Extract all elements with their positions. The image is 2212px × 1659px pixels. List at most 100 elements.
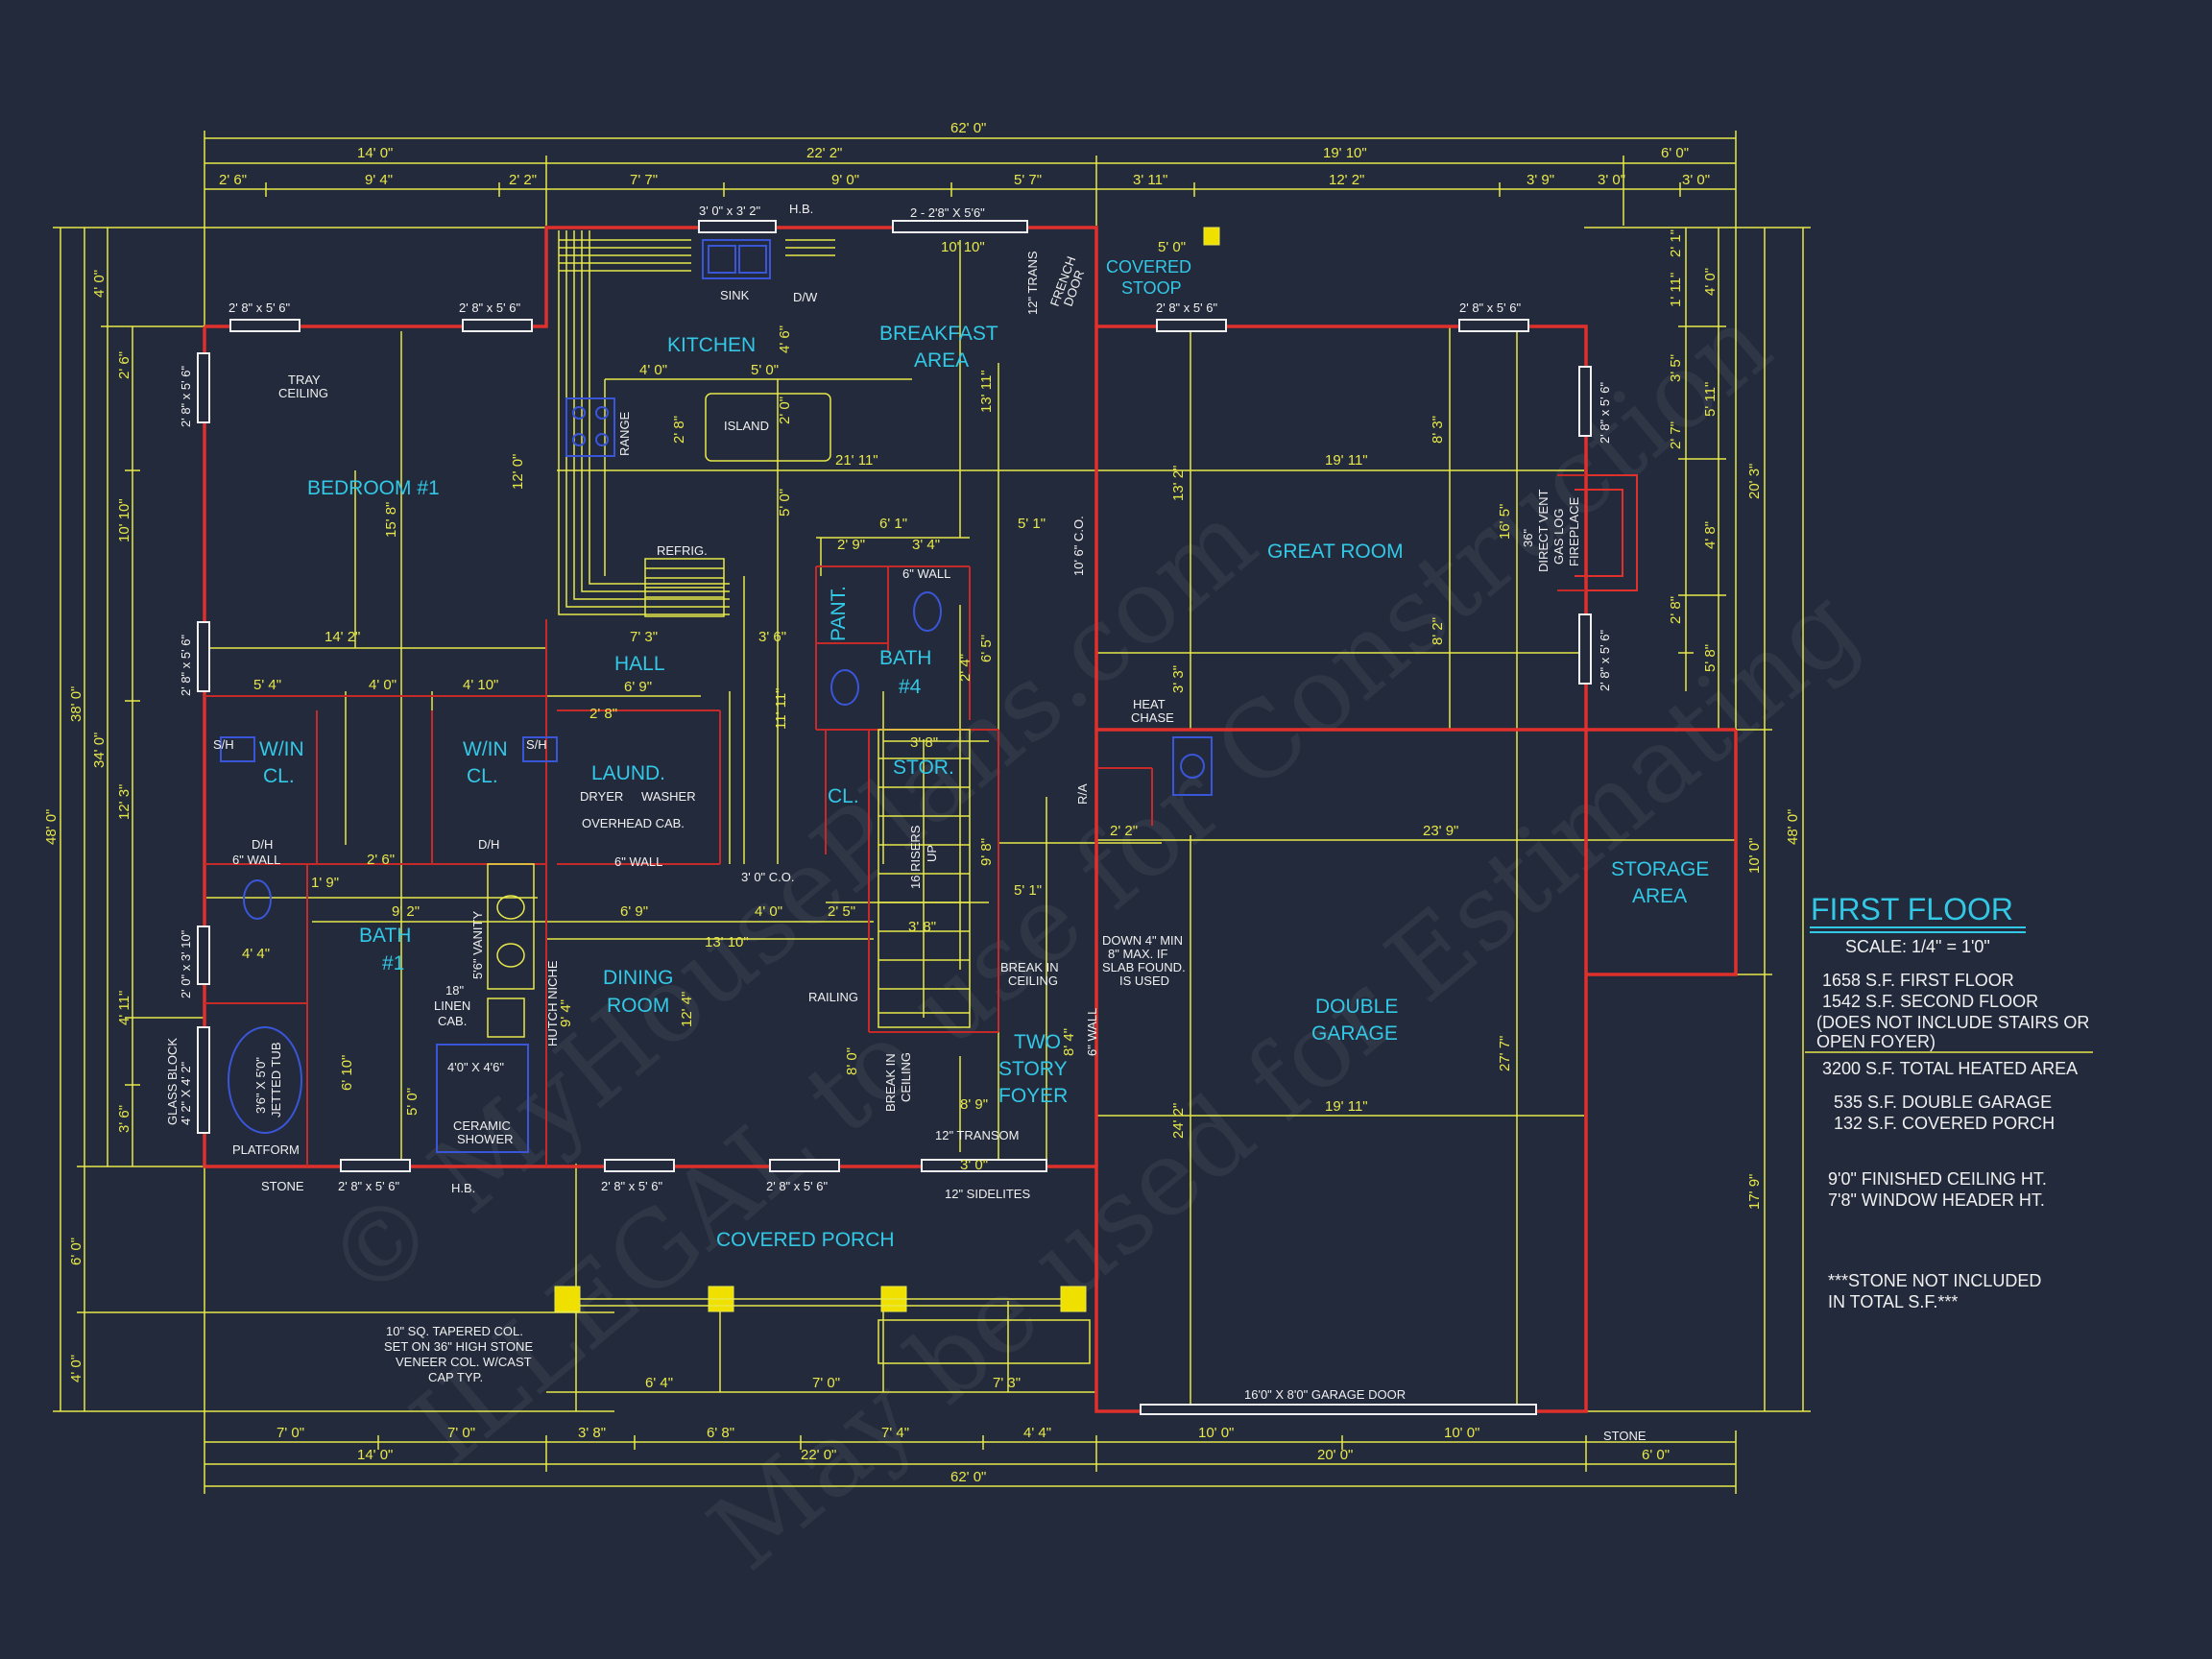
dimension: 2' 2" [509,172,537,188]
label-island: ISLAND [724,419,769,433]
dimension: 7' 4" [881,1425,909,1441]
label-overhead-cabinet: OVERHEAD CAB. [582,816,685,830]
plan-note: 1542 S.F. SECOND FLOOR [1822,992,2038,1011]
label-dishwasher: D/W [793,290,818,304]
dimension: 27' 7" [1497,1036,1513,1071]
dimension: 2' 9" [837,537,865,553]
label-hose-bib: H.B. [451,1181,475,1195]
label-break-ceiling-side-line1: BREAK IN [883,1053,898,1112]
dimension: 3' 0" [1598,172,1625,188]
window-label: 2' 8" x 5' 6" [179,366,193,427]
label-glass-block: GLASS BLOCK [165,1038,180,1125]
window-label: 2' 8" x 5' 6" [459,301,520,315]
room-foyer-line3: FOYER [998,1085,1068,1107]
bathroom-fixtures [220,591,1213,1153]
dimension: 6' 0" [68,1238,84,1265]
dimension: 3' 5" [1668,354,1684,382]
dimension: 4' 0" [639,362,667,378]
range-icon [565,397,615,457]
dimension: 1' 11" [1668,273,1684,307]
dimension: 13' 2" [1170,466,1187,501]
dimension: 12' 3" [116,784,132,820]
plan-note: 3200 S.F. TOTAL HEATED AREA [1822,1059,2078,1078]
dimension: 23' 9" [1423,823,1458,839]
porch-columns [554,227,1220,1364]
dimension: 6' 5" [978,635,995,662]
label-shelf-hang-right: S/H [526,737,547,752]
dimension: 4' 8" [1702,521,1719,549]
room-dining-line1: DINING [603,967,674,989]
dimension: 12' 2" [1329,172,1364,188]
dimension: 62' 0" [950,120,986,136]
label-linen-line3: CAB. [438,1014,467,1028]
label-tub-size: 3'6" X 5'0" [253,1057,268,1114]
room-walkin-closet-right-line2: CL. [467,765,498,787]
room-bath-4-line2: #4 [899,676,922,698]
dimension: 7' 3" [993,1375,1021,1391]
dimension: 62' 0" [950,1469,986,1485]
label-heat-chase-line2: CHASE [1131,710,1174,725]
window-label: 2' 8" x 5' 6" [1459,301,1521,315]
label-risers: 16 RISERS [908,825,923,889]
label-tray-ceiling-line1: TRAY [288,373,321,387]
label-stone: STONE [261,1179,304,1193]
room-walkin-closet-left-line2: CL. [263,765,295,787]
dimension: 2' 7" [1668,421,1684,449]
dimension: 2' 2" [1110,823,1138,839]
dimension: 14' 0" [357,145,393,161]
label-fireplace-line3: GAS LOG [1551,508,1566,565]
plan-note: IN TOTAL S.F.*** [1828,1292,1958,1311]
dimension: 9' 4" [365,172,393,188]
dimension: 5' 0" [751,362,779,378]
dimension: 2' 8" [1668,596,1684,624]
room-kitchen: KITCHEN [667,334,756,356]
window-label: 2' 8" x 5' 6" [766,1179,828,1193]
dimension: 3' 9" [1527,172,1554,188]
plan-note: 9'0" FINISHED CEILING HT. [1828,1169,2047,1189]
dimension: 5' 4" [253,677,281,693]
dimension: 3' 3" [1170,665,1187,693]
dimension: 7' 3" [630,629,658,645]
dimension: 3' 8" [578,1425,606,1441]
label-stone: STONE [1603,1429,1647,1443]
label-column-note-line2: SET ON 36" HIGH STONE [384,1339,533,1354]
kitchen-sink-icon [702,239,771,279]
dimension: 4' 4" [1023,1425,1051,1441]
dimension: 3' 8" [908,919,936,935]
window-label: 2' 8" x 5' 6" [179,635,193,696]
dimension: 6' 1" [879,516,907,532]
room-bath-4-line1: BATH [879,647,931,669]
room-walkin-closet-right-line1: W/IN [463,738,508,760]
window-label: 2' 8" x 5' 6" [1156,301,1217,315]
dimension: 2' 6" [116,351,132,379]
plan-note: ***STONE NOT INCLUDED [1828,1271,2041,1290]
room-storage-closet: STOR. [893,757,954,779]
dimension: 12' 4" [679,992,695,1027]
dimension: 11' 11" [773,688,789,731]
label-6in-wall: 6" WALL [902,566,950,581]
dimension: 1' 9" [311,875,339,891]
label-fireplace-line4: FIREPLACE [1567,496,1581,566]
plan-title: FIRST FLOOR [1811,892,2013,926]
dimension: 5' 0" [404,1088,421,1116]
dimension: 8' 9" [960,1096,988,1113]
dimension: 2' 6" [219,172,247,188]
dimension: 3' 11" [1133,172,1167,188]
label-heat-chase-line1: HEAT [1133,697,1166,711]
label-6in-wall: 6" WALL [614,854,662,869]
dimension: 38' 0" [68,686,84,722]
window-label: 2' 8" x 5' 6" [228,301,290,315]
dimension: 5' 0" [777,489,793,517]
dimension: 21' 11" [835,452,878,469]
label-linen-line1: 18" [445,983,464,998]
label-washer: WASHER [641,789,696,804]
room-breakfast-line2: AREA [914,349,969,372]
dimension: 19' 10" [1323,145,1367,161]
plan-note: (DOES NOT INCLUDE STAIRS OR [1816,1013,2089,1032]
label-dryer: DRYER [580,789,623,804]
dimension: 19' 11" [1325,1098,1368,1115]
label-shelf-hang-left: S/H [213,737,234,752]
dimension: 9' 2" [392,903,420,920]
room-garage-line1: DOUBLE [1315,996,1398,1018]
plan-scale: SCALE: 1/4" = 1'0" [1845,937,1990,956]
